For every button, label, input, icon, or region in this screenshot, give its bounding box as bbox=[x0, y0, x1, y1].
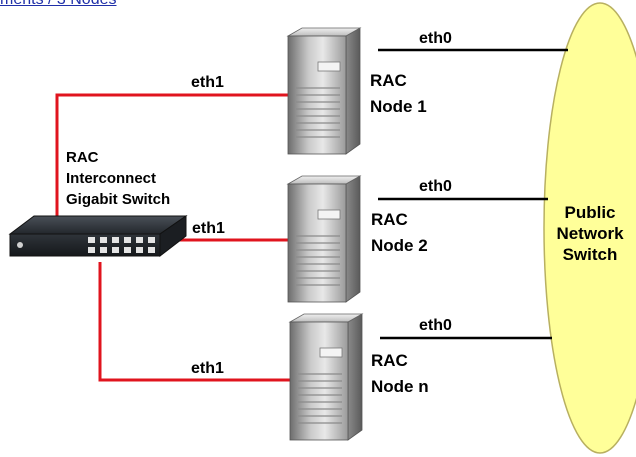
public-switch-label: Public Network Switch bbox=[540, 202, 636, 265]
eth0-label-node-2: eth0 bbox=[419, 178, 452, 195]
node-1-label: RAC Node 1 bbox=[370, 71, 427, 117]
interconnect-link-node-1 bbox=[55, 93, 290, 220]
server-node-2-icon bbox=[286, 175, 362, 303]
node-2-label: RAC Node 2 bbox=[371, 210, 428, 256]
node-n-label-line1: RAC bbox=[371, 351, 408, 370]
eth0-label-node-n: eth0 bbox=[419, 317, 452, 334]
node-2-label-line1: RAC bbox=[371, 210, 408, 229]
node-2-label-line2: Node 2 bbox=[371, 236, 428, 255]
interconnect-switch-device bbox=[8, 215, 188, 258]
breadcrumb-link[interactable]: ments / 3 Nodes bbox=[0, 0, 117, 9]
interconnect-switch-label-line1: RAC bbox=[66, 149, 99, 166]
node-1-label-line1: RAC bbox=[370, 71, 407, 90]
public-switch-label-line1: Public bbox=[564, 203, 616, 222]
eth1-label-node-1: eth1 bbox=[191, 74, 224, 91]
interconnect-link-node-n bbox=[98, 262, 290, 382]
interconnect-switch-label-line2: Interconnect bbox=[66, 170, 157, 187]
eth1-label-node-2: eth1 bbox=[192, 220, 225, 237]
node-n-label-line2: Node n bbox=[371, 377, 429, 396]
public-switch-label-line3: Switch bbox=[562, 245, 618, 264]
server-node-n-icon bbox=[288, 313, 364, 441]
public-switch-label-line2: Network bbox=[556, 224, 624, 243]
eth1-label-node-n: eth1 bbox=[191, 360, 224, 377]
interconnect-switch-label-line3: Gigabit Switch bbox=[66, 191, 171, 208]
node-n-label: RAC Node n bbox=[371, 351, 429, 397]
public-switch-oval bbox=[543, 2, 636, 454]
node-1-label-line2: Node 1 bbox=[370, 97, 427, 116]
server-node-1-icon bbox=[286, 27, 362, 155]
interconnect-switch-label: RAC Interconnect Gigabit Switch bbox=[66, 147, 170, 210]
eth0-label-node-1: eth0 bbox=[419, 30, 452, 47]
